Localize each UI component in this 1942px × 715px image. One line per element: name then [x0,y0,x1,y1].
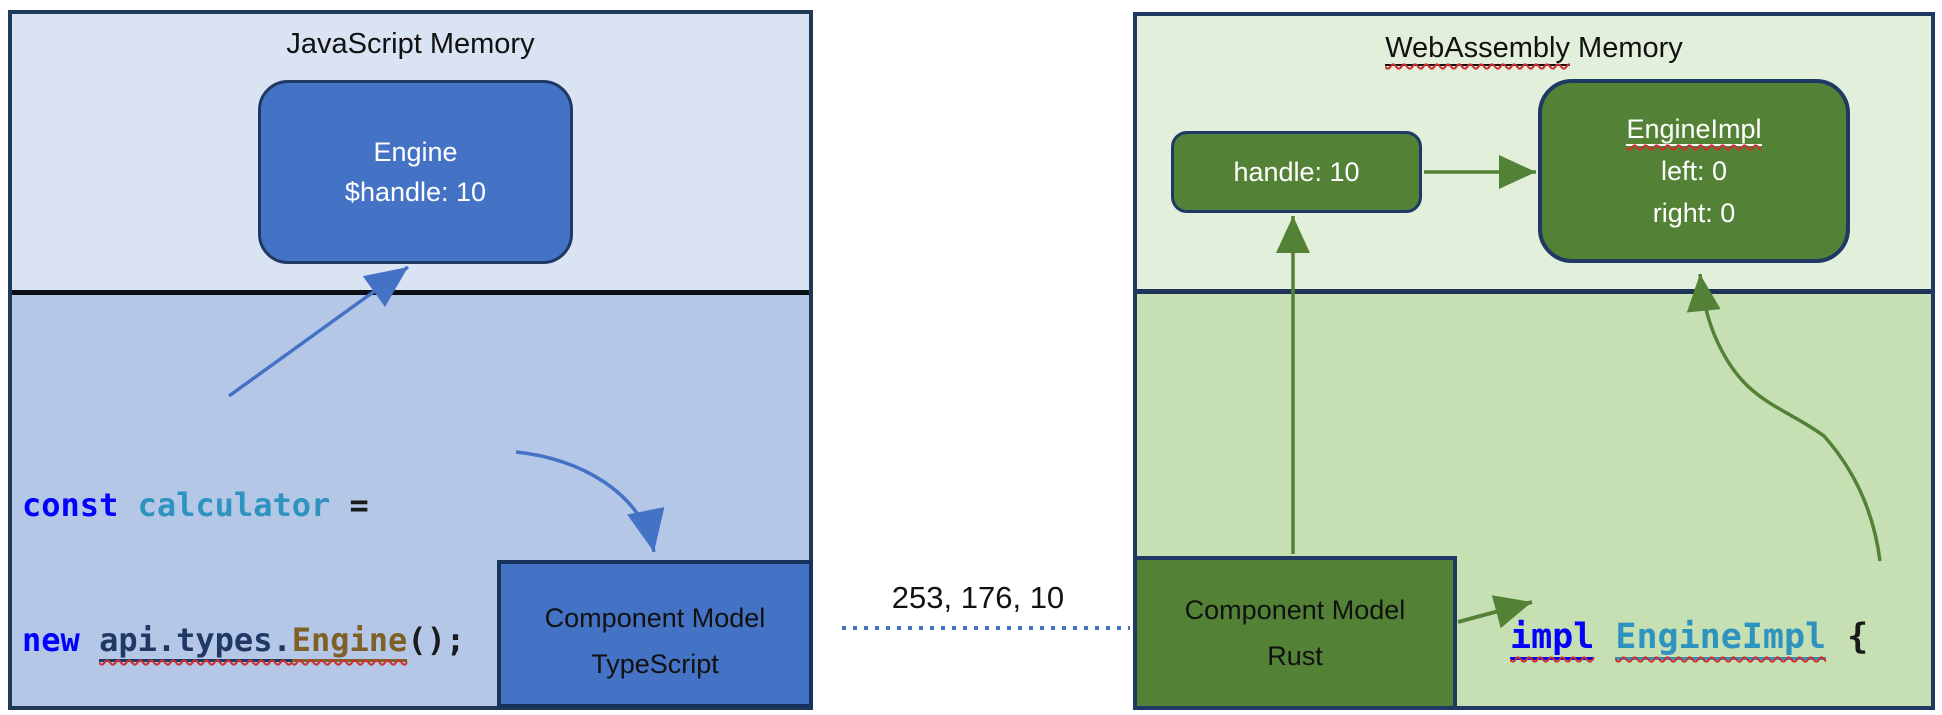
component-model-rust-box: Component Model Rust [1133,556,1457,710]
transfer-values-label: 253, 176, 10 [891,580,1065,615]
code-line: new api.types.Engine(); [22,618,465,663]
rust-box-line1: Component Model [1184,595,1406,625]
engineimpl-right-value: right: 0 [1652,198,1736,228]
code-token: (); [407,621,466,659]
engineimpl-box-title: EngineImpl [1626,114,1762,146]
webassembly-title-word: WebAssembly [1385,32,1570,66]
code-token: const [22,486,138,524]
handle-value-box: handle: 10 [1171,131,1422,213]
code-token: impl [1510,617,1595,660]
ts-box-line1: Component Model [544,603,766,633]
code-token: api.types. [99,621,292,662]
code-token: Engine [291,621,408,662]
engineimpl-object-box: EngineImpl left: 0 right: 0 [1538,79,1850,263]
code-token [1594,617,1615,657]
engine-box-handle-value: $handle: 10 [344,177,487,207]
engine-object-box: Engine $handle: 10 [258,80,573,264]
engineimpl-left-value: left: 0 [1660,156,1728,186]
javascript-memory-title: JavaScript Memory [286,28,535,60]
javascript-code-snippet: const calculator = new api.types.Engine(… [22,393,465,715]
memory-title-word: Memory [1570,32,1683,64]
code-token: { [1826,617,1869,657]
code-token: calculator [137,486,331,524]
code-line: const calculator = [22,483,465,528]
code-token: = [330,486,369,524]
code-token: new [22,621,100,659]
webassembly-memory-title: WebAssembly Memory [1137,32,1931,66]
handle-box-label: handle: 10 [1233,156,1360,187]
ts-box-line2: TypeScript [591,649,719,679]
engine-box-title: Engine [373,137,458,167]
rust-code-snippet: impl EngineImpl { fn new() → Self { } } [1510,530,1910,715]
code-token: EngineImpl [1615,617,1827,660]
rust-box-line2: Rust [1267,641,1323,671]
code-line: impl EngineImpl { [1510,616,1910,660]
component-model-typescript-box: Component Model TypeScript [497,560,813,708]
